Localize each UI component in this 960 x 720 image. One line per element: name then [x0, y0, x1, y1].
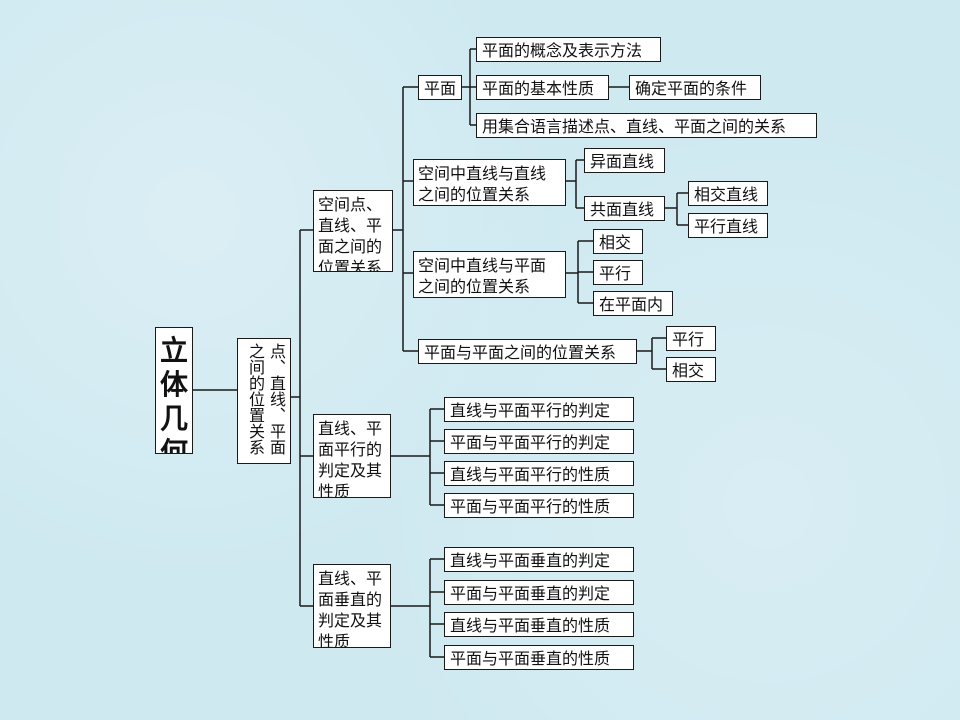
plane-plane-node: 平面与平面之间的位置关系 — [418, 339, 637, 364]
perpendicular-item: 直线与平面垂直的判定 — [444, 547, 634, 572]
parallel-item: 平面与平面平行的性质 — [444, 493, 634, 518]
plane-item-concept: 平面的概念及表示方法 — [476, 37, 661, 62]
line-line-node: 空间中直线与直线之间的位置关系 — [413, 159, 566, 206]
parallel-item: 直线与平面平行的判定 — [444, 397, 634, 422]
line-plane-intersect: 相交 — [593, 229, 643, 254]
plane-node: 平面 — [418, 75, 462, 100]
root-node: 立体几何 — [155, 327, 193, 454]
line-plane-node: 空间中直线与平面之间的位置关系 — [413, 251, 566, 298]
plane-plane-intersect: 相交 — [666, 357, 716, 382]
perpendicular-item: 直线与平面垂直的性质 — [444, 612, 634, 637]
parallel-lines-node: 平行直线 — [688, 213, 768, 238]
perpendicular-item: 平面与平面垂直的性质 — [444, 645, 634, 670]
space-relations-node: 空间点、直线、平面之间的位置关系 — [313, 190, 393, 272]
parallel-node: 直线、平面平行的判定及其性质 — [313, 414, 391, 498]
intersecting-lines-node: 相交直线 — [688, 181, 768, 206]
coplanar-lines-node: 共面直线 — [584, 196, 665, 221]
plane-plane-parallel: 平行 — [666, 326, 716, 351]
skew-lines-node: 异面直线 — [584, 148, 665, 173]
perpendicular-item: 平面与平面垂直的判定 — [444, 580, 634, 605]
parallel-item: 直线与平面平行的性质 — [444, 461, 634, 486]
plane-item-properties: 平面的基本性质 — [476, 75, 609, 100]
perpendicular-node: 直线、平面垂直的判定及其性质 — [313, 564, 391, 648]
line-plane-parallel: 平行 — [593, 260, 643, 285]
line-plane-in-plane: 在平面内 — [593, 291, 673, 316]
plane-item-set-language: 用集合语言描述点、直线、平面之间的关系 — [476, 113, 817, 138]
parallel-item: 平面与平面平行的判定 — [444, 429, 634, 454]
plane-item-conditions: 确定平面的条件 — [629, 75, 761, 100]
level1-node: 点、直线、平面之间的位置关系 — [237, 338, 291, 464]
